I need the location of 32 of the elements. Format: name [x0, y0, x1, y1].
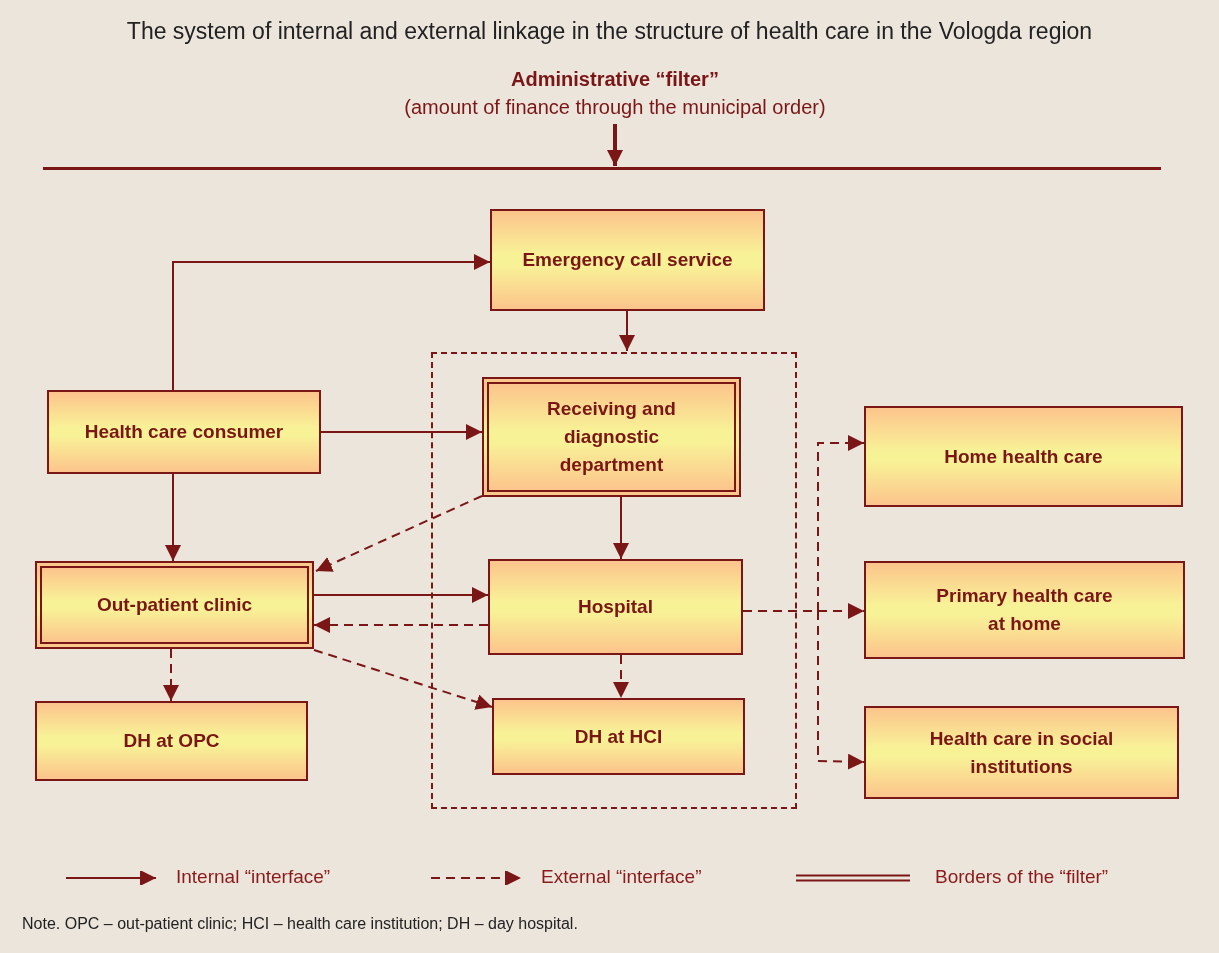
process-box: Health care in social institutions — [864, 706, 1179, 799]
arrow — [313, 617, 489, 633]
filter-heading: Administrative “filter” — [511, 67, 719, 92]
arrow — [172, 254, 491, 391]
arrow — [613, 654, 629, 699]
arrow — [607, 124, 623, 166]
arrow — [320, 424, 483, 440]
process-box: Home health care — [864, 406, 1183, 507]
arrow — [163, 648, 179, 702]
arrow — [313, 587, 489, 603]
arrow — [315, 495, 483, 572]
legend-label: External “interface” — [541, 866, 702, 888]
arrow — [613, 496, 629, 560]
process-box: Hospital — [488, 559, 743, 655]
process-box: DH at OPC — [35, 701, 308, 781]
note-text: Note. OPC – out-patient clinic; HCI – health care institution; DH – day hospital. — [22, 915, 578, 933]
arrow — [313, 649, 493, 710]
process-box: Emergency call service — [490, 209, 765, 311]
arrow — [742, 610, 865, 770]
process-box: Out-patient clinic — [35, 561, 314, 649]
filter-line — [43, 167, 1161, 170]
process-box: Receiving and diagnostic department — [482, 377, 741, 497]
process-box: Primary health care at home — [864, 561, 1185, 659]
arrow — [165, 473, 181, 562]
process-box: Health care consumer — [47, 390, 321, 474]
process-box: DH at HCI — [492, 698, 745, 775]
diagram-title: The system of internal and external linkage in the structure of health care in the Vologda region — [125, 18, 1094, 45]
filter-subtitle: (amount of finance through the municipal order) — [404, 95, 826, 120]
dashed-group-frame — [431, 352, 797, 809]
legend-label: Borders of the “filter” — [935, 866, 1109, 888]
legend-label: Internal “interface” — [176, 866, 331, 888]
arrow — [619, 310, 635, 352]
